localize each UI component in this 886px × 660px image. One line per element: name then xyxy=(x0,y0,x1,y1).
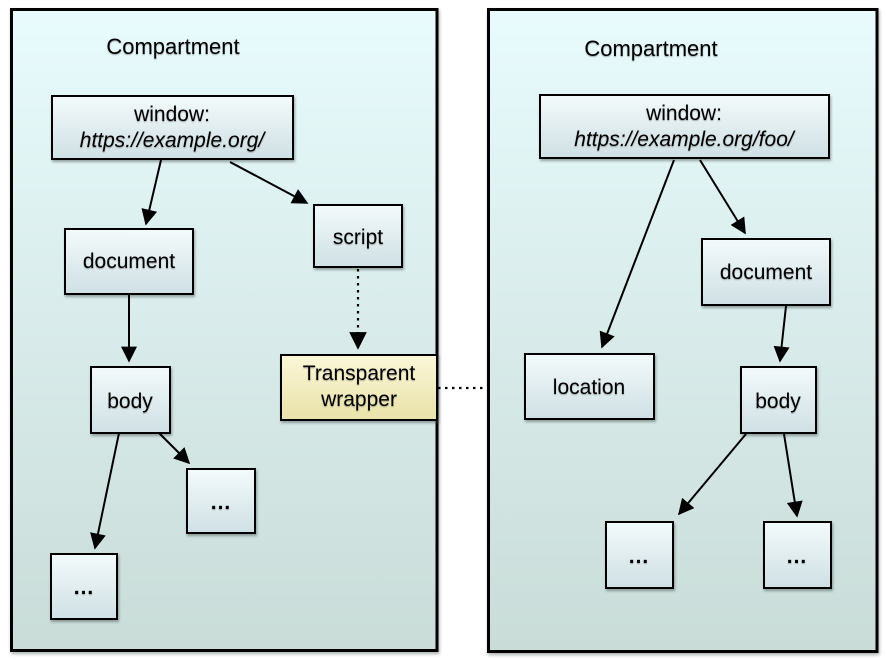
right-compartment-title: Compartment xyxy=(584,36,717,61)
left-arrow-body-to-child-1 xyxy=(158,432,191,465)
left-arrow-window-to-document xyxy=(141,159,162,226)
left-document-label: document xyxy=(83,250,175,273)
left-body-label: body xyxy=(107,390,153,413)
left-child-node-2 xyxy=(50,553,118,620)
location-node xyxy=(524,353,655,420)
right-document-node xyxy=(701,238,831,306)
transparent-wrapper-label-line2: wrapper xyxy=(320,388,397,411)
right-window-node xyxy=(539,94,830,159)
script-node xyxy=(313,204,403,268)
transparent-wrapper-label-line1: Transparent xyxy=(303,362,416,385)
right-arrow-document-to-body xyxy=(773,305,790,363)
left-body-node xyxy=(90,366,171,434)
right-arrow-window-to-document xyxy=(699,159,746,235)
right-child-node-1-label: ... xyxy=(629,545,650,568)
left-window-label: window: xyxy=(133,103,210,126)
right-child-node-2 xyxy=(763,521,832,589)
left-compartment-title: Compartment xyxy=(106,34,239,59)
left-arrow-body-to-child-2 xyxy=(90,432,120,550)
right-document-label: document xyxy=(720,261,812,284)
location-label: location xyxy=(553,376,625,399)
left-child-node-2-label: ... xyxy=(74,576,95,599)
left-child-node-1-label: ... xyxy=(211,491,232,514)
left-child-node-1 xyxy=(186,468,256,534)
right-arrow-body-to-child-1 xyxy=(677,433,747,516)
left-window-node xyxy=(51,95,294,160)
right-body-label: body xyxy=(755,390,801,413)
right-child-node-2-label: ... xyxy=(787,545,808,568)
transparent-wrapper-node xyxy=(280,354,438,421)
left-arrow-window-to-script xyxy=(229,161,309,204)
right-arrow-window-to-location xyxy=(599,159,675,349)
right-body-node xyxy=(740,366,817,434)
left-window-url: https://example.org/ xyxy=(80,129,267,152)
right-window-label: window: xyxy=(645,102,722,125)
right-arrow-body-to-child-2 xyxy=(783,433,803,518)
script-label: script xyxy=(333,226,383,249)
right-child-node-1 xyxy=(605,521,674,589)
right-window-url: https://example.org/foo/ xyxy=(574,128,796,151)
